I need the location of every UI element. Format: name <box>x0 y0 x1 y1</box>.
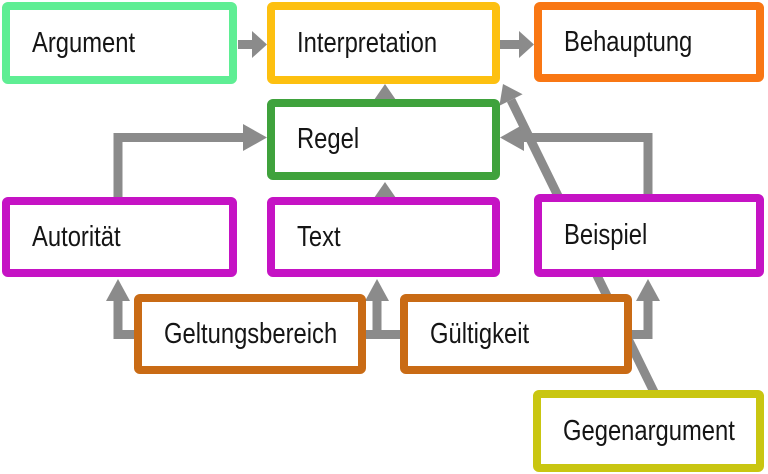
arrow-geltungsbereich-gueltigkeit-to-text <box>362 279 404 339</box>
node-regel-label: Regel <box>297 123 360 155</box>
node-gueltigkeit-label: Gültigkeit <box>430 317 530 350</box>
node-interpretation-label: Interpretation <box>297 26 438 59</box>
arrow-text-to-regel <box>374 182 396 198</box>
node-beispiel-label: Beispiel <box>564 219 648 251</box>
node-interpretation: Interpretation <box>267 2 500 84</box>
node-behauptung-label: Behauptung <box>564 25 693 58</box>
node-behauptung: Behauptung <box>534 2 764 82</box>
node-gueltigkeit: Gültigkeit <box>400 294 632 374</box>
arrow-interpretation-to-behauptung <box>500 31 534 58</box>
node-gegenargument: Gegenargument <box>533 390 764 472</box>
arrow-autoritaet-to-regel <box>113 124 267 201</box>
node-gegenargument-label: Gegenargument <box>563 414 735 447</box>
arrow-gueltigkeit-to-beispiel <box>628 279 660 339</box>
node-autoritaet-label: Autorität <box>32 220 121 253</box>
node-beispiel: Beispiel <box>534 194 764 277</box>
node-regel: Regel <box>267 99 500 180</box>
arrow-argument-to-interpretation <box>238 31 267 58</box>
node-text-label: Text <box>297 220 341 253</box>
node-argument-label: Argument <box>32 26 136 59</box>
arrow-regel-to-interpretation <box>374 84 396 100</box>
node-text: Text <box>267 197 500 277</box>
arrow-geltungsbereich-to-autoritaet <box>106 279 140 339</box>
node-geltungsbereich-label: Geltungsbereich <box>164 317 338 350</box>
node-autoritaet: Autorität <box>2 197 237 277</box>
node-geltungsbereich: Geltungsbereich <box>134 294 366 374</box>
node-argument: Argument <box>2 2 237 84</box>
arrow-beispiel-to-regel <box>500 124 653 198</box>
